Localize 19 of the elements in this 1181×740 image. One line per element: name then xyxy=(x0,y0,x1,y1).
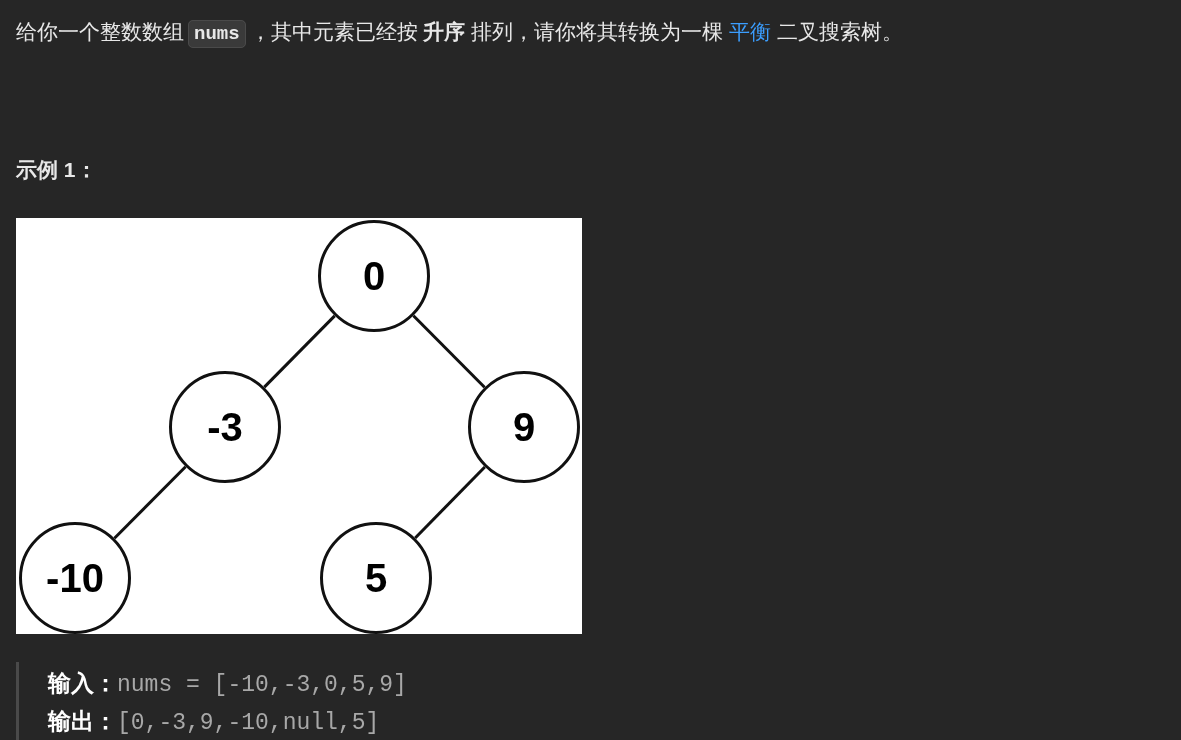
node-value: 0 xyxy=(362,253,386,300)
tree-edge xyxy=(113,465,187,540)
link: 平衡 xyxy=(729,20,772,43)
tree-edge xyxy=(414,465,486,540)
node-value: -10 xyxy=(46,555,104,602)
example-heading: 示例 1： xyxy=(16,157,97,183)
sentence-text: ，其中元素已经按 升序 排列，请你将其转换为一棵 xyxy=(249,20,724,43)
node-value: 9 xyxy=(512,404,536,451)
code-text: [0,-3,9,-10,null,5] xyxy=(117,710,380,736)
field-label: 输出： xyxy=(48,708,117,734)
code-text: nums = [-10,-3,0,5,9] xyxy=(117,672,407,698)
tree-edge xyxy=(412,314,486,389)
sentence-text: 给你一个整数数组 xyxy=(16,20,184,43)
node-value: -3 xyxy=(207,404,243,451)
field-label: 输入： xyxy=(48,670,117,696)
node-value: 5 xyxy=(364,555,388,602)
inline-code: nums xyxy=(188,20,246,48)
tree-edge xyxy=(263,314,336,389)
sentence-text: 二叉搜索树。 xyxy=(777,20,904,43)
